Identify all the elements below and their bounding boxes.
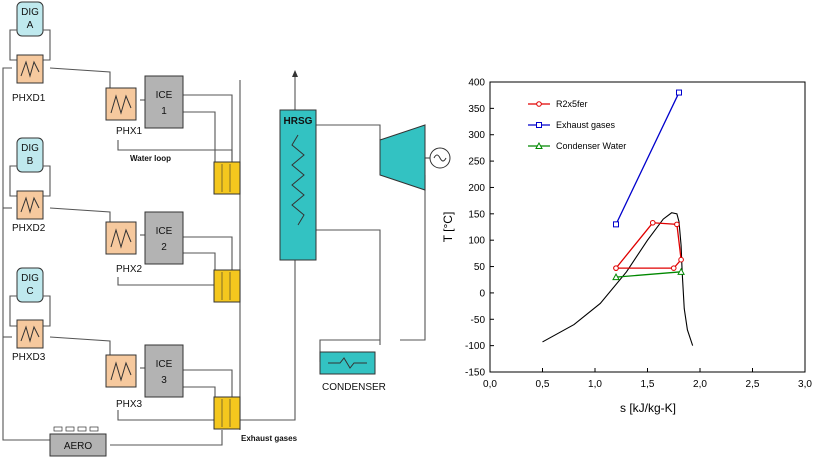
x-tick-label: 2,0 <box>693 379 707 390</box>
y-tick-label: 100 <box>468 236 485 247</box>
data-point <box>670 265 677 271</box>
digester-c-id: C <box>26 286 33 297</box>
data-point <box>649 219 656 226</box>
data-point <box>677 267 685 275</box>
y-tick-label: 50 <box>474 262 486 273</box>
legend-marker <box>536 101 542 107</box>
water-loop-label: Water loop <box>130 154 171 163</box>
plant-schematic: DIG A DIG B DIG C PHXD1 PHXD2 PHXD3 PHX1 <box>2 1 451 457</box>
y-tick-label: -150 <box>465 368 485 379</box>
ice3-label: ICE <box>156 359 173 370</box>
phxd2-exchanger: PHXD2 <box>12 190 46 234</box>
legend-marker <box>536 122 542 128</box>
x-tick-label: 0,0 <box>483 379 497 390</box>
legend-marker <box>535 141 543 149</box>
data-point <box>613 221 619 228</box>
x-tick-label: 1,0 <box>588 379 602 390</box>
x-axis-label: s [kJ/kg-K] <box>620 401 676 415</box>
hrsg-label: HRSG <box>284 116 313 127</box>
y-tick-label: 400 <box>468 78 485 89</box>
x-ticks: 0,0 0,5 1,0 1,5 2,0 2,5 3,0 <box>483 368 812 390</box>
phx2-exchanger: PHX2 <box>105 221 143 275</box>
phx1-label: PHX1 <box>116 126 143 137</box>
series-layer <box>542 89 694 346</box>
phxd3-label: PHXD3 <box>12 352 46 363</box>
phx3-exchanger: PHX3 <box>105 354 143 410</box>
hrsg-unit: HRSG <box>279 109 317 261</box>
ice2-engine: ICE 2 <box>144 211 184 265</box>
y-tick-label: -100 <box>465 341 485 352</box>
phxd2-label: PHXD2 <box>12 223 46 234</box>
data-point <box>613 265 619 271</box>
ice3-engine: ICE 3 <box>144 344 184 398</box>
digester-a-id: A <box>27 20 34 31</box>
digester-c: DIG C <box>9 267 51 327</box>
mixer-3 <box>213 396 241 430</box>
data-point <box>613 265 619 271</box>
ice3-id: 3 <box>161 375 167 386</box>
digester-b-id: B <box>27 156 34 167</box>
digester-a-label: DIG <box>21 7 39 18</box>
condenser-label: CONDENSER <box>322 382 386 393</box>
y-tick-label: 250 <box>468 157 485 168</box>
x-tick-label: 1,5 <box>641 379 655 390</box>
phxd3-exchanger: PHXD3 <box>12 319 46 363</box>
phx3-label: PHX3 <box>116 399 143 410</box>
legend-label: R2x5fer <box>556 99 588 109</box>
series-line-1 <box>615 92 680 225</box>
ice1-engine: ICE 1 <box>144 75 184 129</box>
x-tick-label: 0,5 <box>536 379 550 390</box>
piping <box>2 67 426 446</box>
y-tick-label: 300 <box>468 130 485 141</box>
phx1-exchanger: PHX1 <box>105 87 143 137</box>
series-line-2 <box>615 271 682 278</box>
data-point <box>678 256 684 263</box>
fan-icon <box>53 426 99 432</box>
legend-label: Exhaust gases <box>556 120 616 130</box>
ice2-label: ICE <box>156 226 173 237</box>
ice2-id: 2 <box>161 242 167 253</box>
mixer-1 <box>213 161 241 195</box>
digester-b-label: DIG <box>21 143 39 154</box>
legend-label: Condenser Water <box>556 141 626 151</box>
data-point <box>676 89 682 96</box>
ice1-label: ICE <box>156 90 173 101</box>
y-tick-label: 150 <box>468 209 485 220</box>
y-tick-label: 0 <box>479 288 485 299</box>
phx2-label: PHX2 <box>116 264 143 275</box>
plot-frame <box>489 81 806 373</box>
data-point <box>612 273 620 281</box>
x-tick-label: 2,5 <box>746 379 760 390</box>
saturation-dome-line <box>542 212 694 346</box>
y-tick-label: 350 <box>468 104 485 115</box>
ice1-id: 1 <box>161 106 167 117</box>
series-line-0 <box>615 222 682 269</box>
exhaust-gases-label: Exhaust gases <box>241 434 298 443</box>
data-point <box>674 221 680 228</box>
phxd1-exchanger: PHXD1 <box>12 54 46 104</box>
turbine <box>379 124 451 191</box>
digester-c-label: DIG <box>21 273 39 284</box>
aero-label: AERO <box>64 441 93 452</box>
y-tick-label: 200 <box>468 183 485 194</box>
y-tick-label: -50 <box>471 315 486 326</box>
condenser-unit: CONDENSER <box>319 351 386 393</box>
digester-a: DIG A <box>9 1 51 61</box>
phxd1-label: PHXD1 <box>12 93 46 104</box>
aero-cooler: AERO <box>49 426 107 457</box>
x-tick-label: 3,0 <box>798 379 812 390</box>
digester-b: DIG B <box>9 137 51 197</box>
y-ticks: 400 350 300 250 200 150 100 50 0 -50 -100 -150 <box>465 78 494 379</box>
mixer-2 <box>213 269 241 303</box>
